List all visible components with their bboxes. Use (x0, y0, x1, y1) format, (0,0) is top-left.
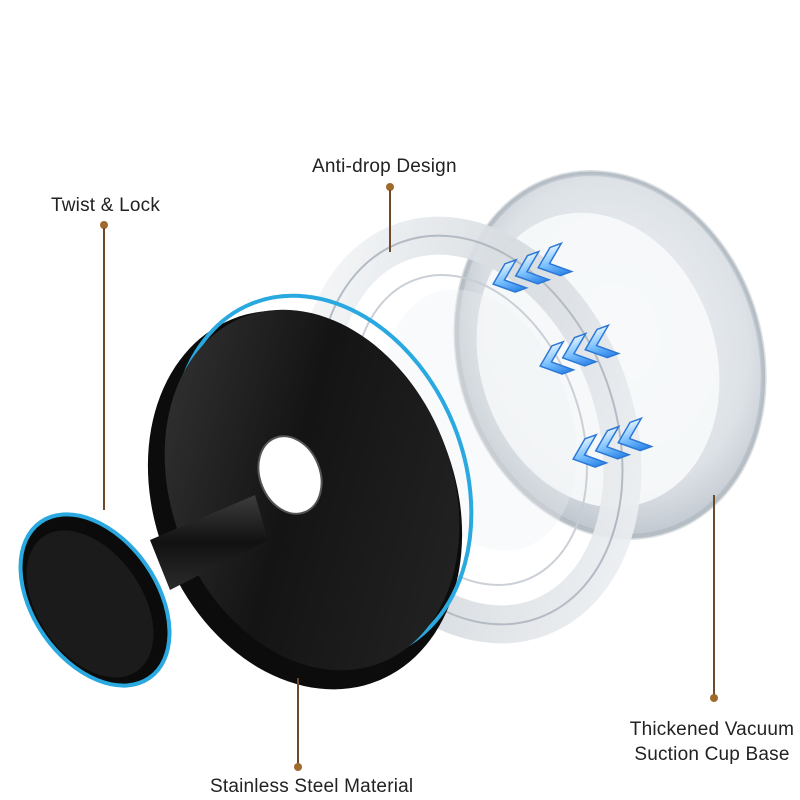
chevron-arrow-icon (492, 241, 654, 468)
leader-dot-anti-drop (386, 183, 394, 191)
label-stainless: Stainless Steel Material (210, 776, 414, 797)
steel-disk (147, 293, 474, 690)
leader-dot-vacuum (710, 694, 718, 702)
leader-dot-stainless (294, 763, 302, 771)
label-vacuum-line2: Suction Cup Base (634, 744, 790, 765)
hook-knob (18, 495, 268, 688)
leader-dot-twist-lock (100, 221, 108, 229)
leader-line-anti-drop (389, 190, 391, 252)
leader-line-twist-lock (103, 228, 105, 510)
leader-line-stainless (297, 678, 299, 766)
label-twist-lock: Twist & Lock (51, 195, 161, 216)
label-vacuum-line1: Thickened Vacuum (629, 719, 795, 740)
leader-line-vacuum (713, 495, 715, 695)
label-anti-drop: Anti-drop Design (312, 156, 457, 177)
